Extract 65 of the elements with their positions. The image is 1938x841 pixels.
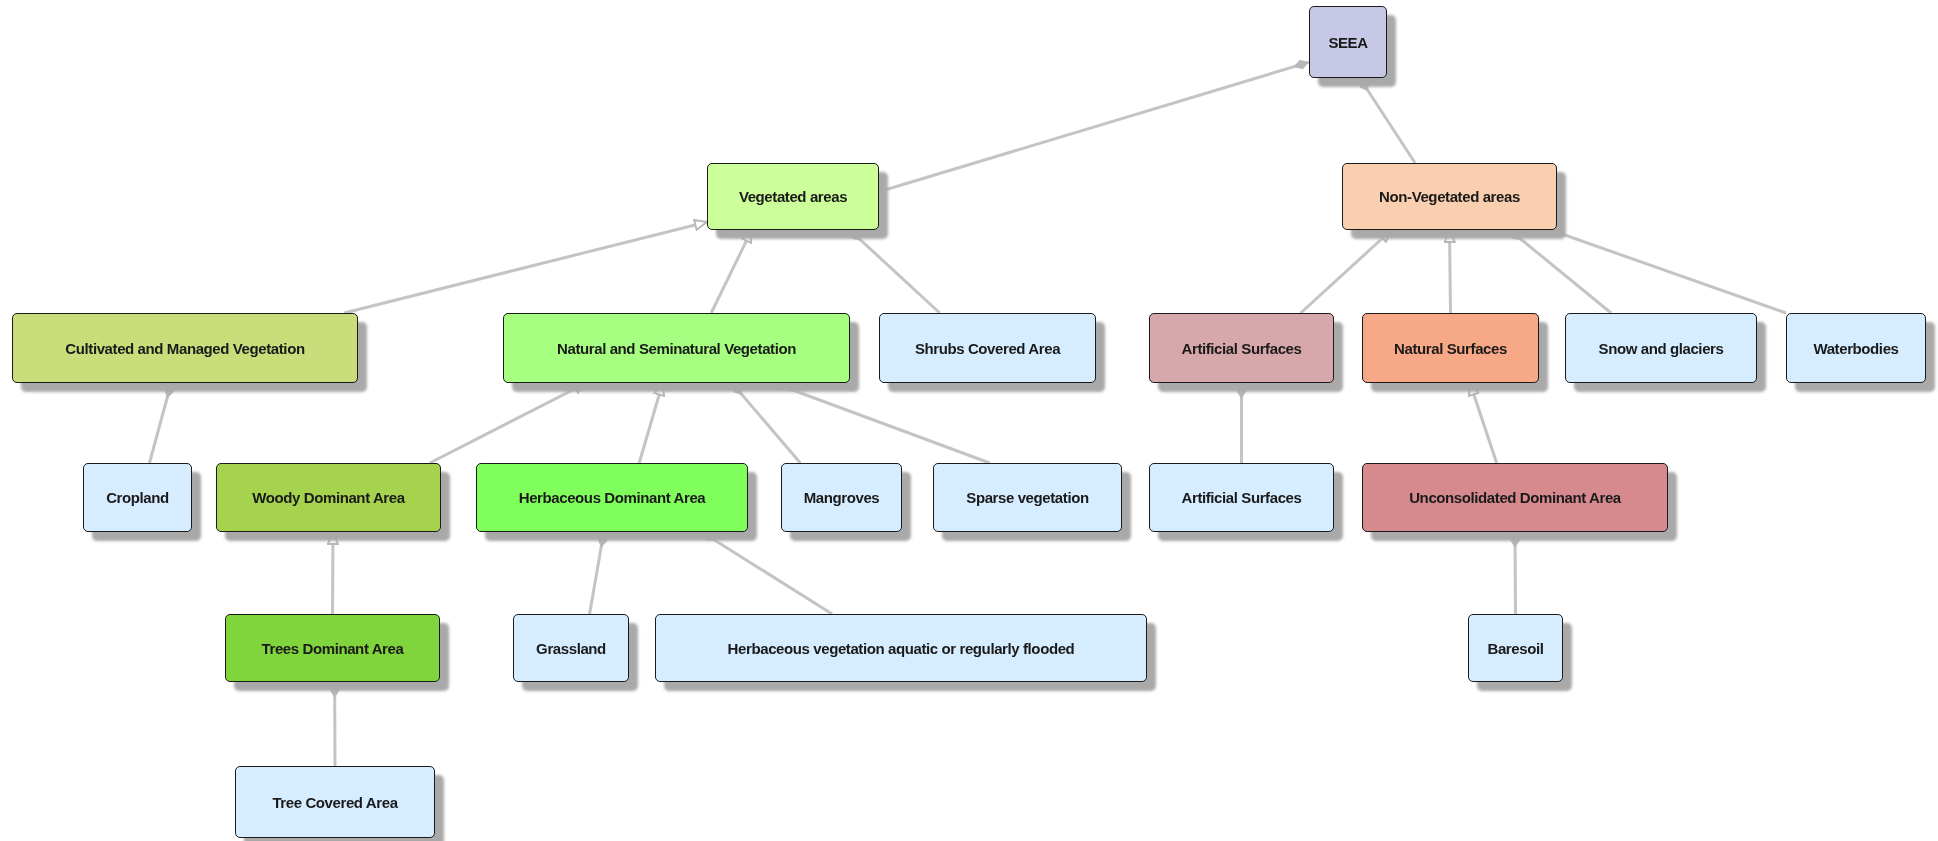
class-box [879,313,1096,383]
class-box [1362,463,1668,532]
box-label: Snow and glaciers [1598,339,1724,357]
connector [637,382,666,464]
class-box [707,163,879,230]
class-box [1149,463,1334,532]
connector [329,682,340,766]
class-box [1149,313,1334,383]
connector [326,531,339,614]
connector [730,382,802,464]
box-label: Herbaceous Dominant Area [518,489,706,506]
connector [429,381,588,465]
box-label: Grassland [536,639,606,657]
class-box [503,313,850,383]
box-label: Sparse vegetation [966,489,1089,506]
class-box [1362,313,1539,383]
connector [878,59,1310,194]
box-label: Natural Surfaces [1394,339,1507,357]
box-label: Unconsolidated Dominant Area [1409,489,1621,506]
box-label: Vegetated areas [738,188,848,205]
class-box [235,766,435,838]
class-box [216,463,441,532]
class-box [83,463,192,532]
class-box [476,463,748,532]
box-label: Artificial Surfaces [1181,489,1302,506]
class-box [225,614,440,682]
connector [1358,77,1417,164]
class-box [12,313,358,383]
class-box [1342,163,1557,230]
connector [848,228,941,315]
connector [1550,227,1787,315]
box-label: Cropland [106,489,169,506]
class-box [1309,6,1387,78]
connector [1299,228,1393,315]
connector [1468,382,1499,464]
box-label: Cultivated and Managed Vegetation [65,339,305,357]
class-box [1565,313,1757,383]
box-label: Non-Vegetated areas [1379,188,1520,205]
connector [1443,229,1456,314]
box-label: SEEA [1328,33,1368,51]
box-label: Waterbodies [1813,339,1899,357]
class-box [655,614,1147,682]
connector [1236,383,1247,463]
class-box [781,463,902,532]
connector [343,219,708,315]
connector [148,382,174,464]
box-label: Shrubs Covered Area [914,339,1061,357]
connector [709,229,754,314]
class-box [933,463,1122,532]
connector [700,530,833,616]
connector [1510,532,1521,614]
class-box [1468,614,1563,682]
box-label: Tree Covered Area [272,793,398,811]
box-label: Baresoil [1487,639,1544,657]
connector [773,381,991,465]
box-label: Natural and Seminatural Vegetation [557,339,796,357]
box-label: Herbaceous vegetation aquatic or regularly flooded [727,639,1075,657]
box-label: Trees Dominant Area [261,639,404,657]
connector [588,531,608,615]
box-label: Mangroves [803,489,880,506]
class-box [1786,313,1926,383]
box-label: Woody Dominant Area [252,489,405,506]
class-box [513,614,629,682]
connector [1508,228,1613,315]
box-label: Artificial Surfaces [1181,339,1302,357]
